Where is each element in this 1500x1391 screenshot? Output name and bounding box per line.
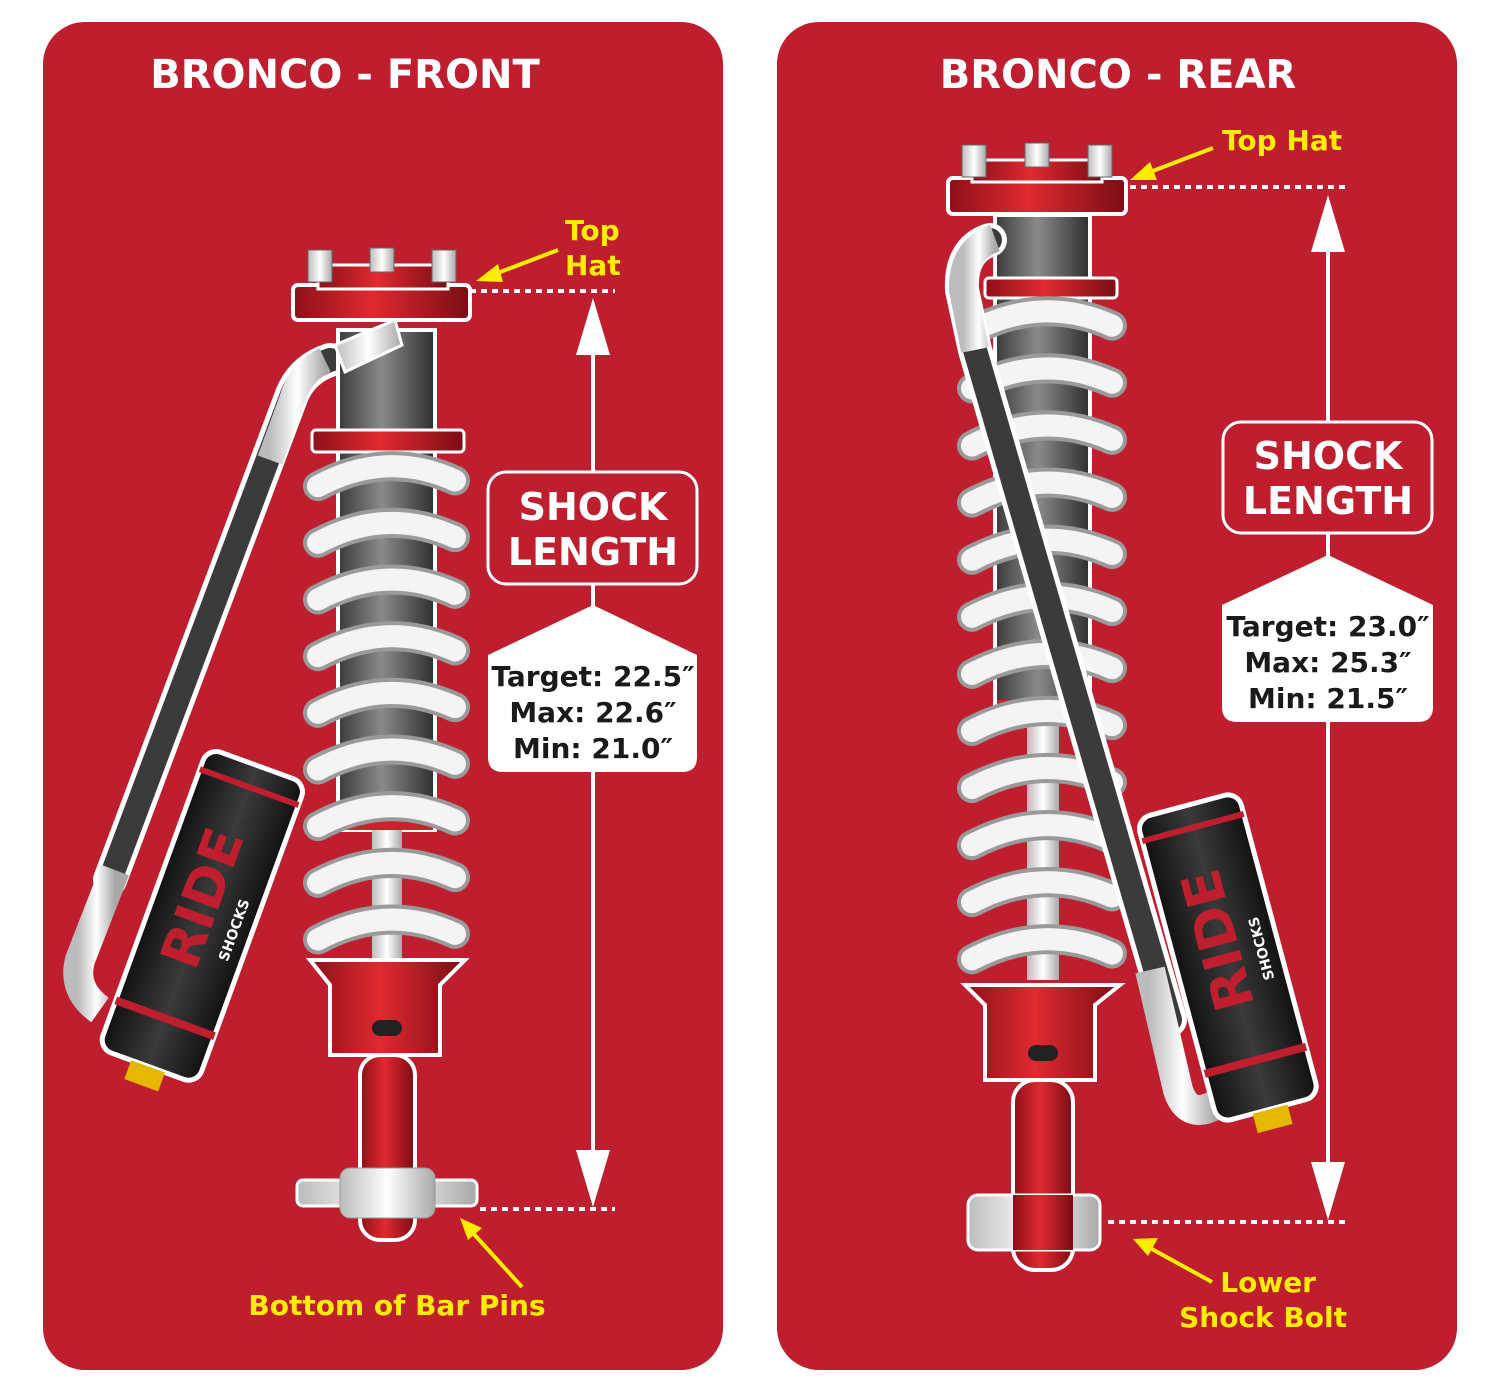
spring-coil xyxy=(961,471,1123,514)
spec-max: Max: 22.6″ xyxy=(509,696,676,729)
spec-tag xyxy=(488,605,697,772)
reservoir: RIDE SHOCKS xyxy=(1137,792,1319,1134)
front-title: BRONCO - FRONT xyxy=(150,52,540,98)
rear-spring xyxy=(957,296,1127,975)
arrow-up-icon xyxy=(576,298,610,355)
spring-coil xyxy=(307,625,466,668)
spring-coil xyxy=(961,928,1123,971)
lower-body xyxy=(305,958,470,1057)
spring-coil xyxy=(961,871,1123,914)
shock-length-box xyxy=(1221,420,1434,535)
front-spring xyxy=(303,451,470,955)
arrow-down-icon xyxy=(576,1150,610,1207)
arrow-down-icon xyxy=(1311,1162,1345,1220)
arrow-up-icon xyxy=(1311,195,1345,252)
bottom-pins-label: Bottom of Bar Pins xyxy=(248,1289,545,1322)
lower-bolt-label-1: Lower xyxy=(1220,1266,1316,1299)
rear-title: BRONCO - REAR xyxy=(940,52,1296,98)
shock-length-line2: LENGTH xyxy=(1243,479,1413,523)
shock-length-line2: LENGTH xyxy=(508,530,678,574)
spec-target: Target: 23.0″ xyxy=(1226,610,1429,643)
spec-tag xyxy=(1222,555,1433,722)
rear-panel: BRONCO - REAR RIDE SHOCKS xyxy=(777,22,1457,1370)
shock-length-line1: SHOCK xyxy=(1254,434,1404,478)
spring-coil xyxy=(307,851,466,894)
spring-coil xyxy=(307,795,466,838)
front-panel: BRONCO - FRONT RIDE SHOCKS xyxy=(43,22,723,1370)
shock-length-box xyxy=(486,470,699,586)
spec-min: Min: 21.5″ xyxy=(1248,682,1408,715)
spring-coil xyxy=(307,681,466,724)
spring-coil xyxy=(307,908,466,951)
lower-bolt-arrow-icon xyxy=(1133,1238,1158,1256)
top-hat-arrow-icon xyxy=(476,264,503,282)
spring-coil xyxy=(307,511,466,554)
rear-shock-illustration: RIDE SHOCKS xyxy=(944,142,1319,1272)
spring-collar xyxy=(983,276,1119,300)
spring-coil xyxy=(307,568,466,611)
top-hat-label: Top Hat xyxy=(1222,124,1342,157)
spring-coil xyxy=(961,300,1123,343)
top-hat-label-1: Top xyxy=(565,214,620,247)
top-hat-label-2: Hat xyxy=(565,249,621,282)
spec-target: Target: 22.5″ xyxy=(491,660,694,693)
front-shock-illustration: RIDE SHOCKS xyxy=(63,247,479,1242)
shock-length-line1: SHOCK xyxy=(519,485,669,529)
spring-coil xyxy=(307,455,466,498)
spring-coil xyxy=(961,642,1123,685)
spec-max: Max: 25.3″ xyxy=(1244,646,1411,679)
bottom-pins-arrow-icon xyxy=(460,1218,482,1240)
spring-coil xyxy=(961,814,1123,857)
lower-body xyxy=(960,983,1126,1082)
spring-coil xyxy=(307,738,466,781)
lower-bolt-label-2: Shock Bolt xyxy=(1179,1301,1347,1334)
spec-min: Min: 21.0″ xyxy=(513,732,673,765)
spring-collar xyxy=(310,428,466,454)
top-hat-arrow-icon xyxy=(1130,162,1157,180)
